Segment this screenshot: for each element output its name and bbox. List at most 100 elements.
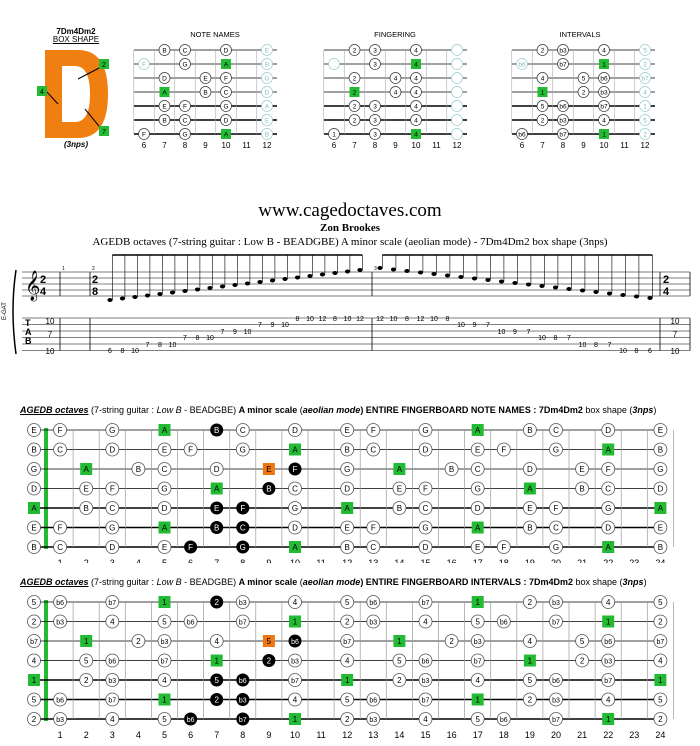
fret-note: 2 [27, 614, 41, 629]
mini-note: 4 [639, 86, 651, 98]
fret-number: 12 [342, 558, 352, 563]
fret-note: 2 [210, 693, 224, 706]
fret-note: 2 [653, 712, 668, 726]
mini-note: B [261, 128, 273, 140]
svg-text:1: 1 [606, 715, 611, 724]
svg-text:D: D [423, 543, 429, 552]
note-head [119, 296, 126, 301]
mini-note: C [179, 114, 191, 126]
svg-text:b6: b6 [518, 132, 526, 139]
svg-text:C: C [370, 543, 376, 552]
svg-text:D: D [605, 524, 611, 533]
fret-note: G [27, 462, 41, 476]
fret-number: 9 [266, 558, 271, 563]
mini-note: C [220, 86, 232, 98]
site-url[interactable]: www.cagedoctaves.com [258, 200, 442, 221]
svg-text:b7: b7 [108, 600, 116, 607]
mini-note: 3 [369, 58, 381, 70]
fret-note: B [210, 521, 224, 534]
mini-note: 4 [598, 114, 610, 126]
svg-text:D: D [265, 90, 270, 97]
song-subtitle: AGEDB octaves (7-string guitar : Low B -… [92, 236, 608, 248]
note-head [282, 277, 288, 281]
tab-fret: 10 [206, 335, 214, 342]
tab-letter: B [25, 336, 32, 346]
tab-fret: 12 [376, 316, 384, 323]
svg-text:4: 4 [423, 618, 428, 627]
fret-number: 22 [603, 730, 613, 740]
bar-number: 1 [62, 266, 65, 272]
fret-note: b3 [470, 634, 485, 648]
title-part: - BEADGBE) [181, 405, 239, 415]
svg-text:1: 1 [162, 696, 167, 705]
bar-number: 2 [92, 266, 95, 272]
svg-text:B: B [31, 446, 36, 455]
fret-note: B [27, 442, 41, 457]
svg-text:E: E [579, 465, 584, 474]
fret-note: C [470, 462, 485, 476]
svg-text:2: 2 [353, 76, 357, 83]
fret-note: C [235, 423, 250, 437]
fret-note: b3 [288, 653, 302, 668]
fret-note: A [158, 521, 171, 534]
note-head [194, 287, 201, 292]
fret-note: A [602, 541, 615, 553]
svg-text:A: A [214, 485, 220, 494]
tab-fret: 7 [48, 330, 53, 339]
svg-text:2: 2 [658, 715, 663, 724]
mini-fret-number: 7 [352, 141, 357, 150]
tab-fret: 8 [296, 316, 300, 323]
svg-text:5: 5 [658, 598, 663, 607]
note-head [132, 295, 138, 299]
svg-text:1: 1 [293, 715, 298, 724]
svg-text:2: 2 [580, 657, 585, 666]
title-part: ) [653, 405, 657, 415]
svg-text:G: G [182, 132, 187, 139]
fret-note: G [105, 423, 120, 437]
title-part: ( [297, 405, 303, 415]
fret-note: G [549, 442, 563, 457]
fret-note: 1 [341, 674, 354, 686]
svg-text:b6: b6 [369, 600, 377, 607]
svg-text:F: F [142, 132, 146, 139]
mini-note: 4 [410, 86, 422, 98]
fret-note: B [575, 481, 589, 496]
fret-note: D [418, 540, 433, 554]
fret-note: D [288, 423, 302, 437]
note-head [620, 293, 626, 297]
svg-text:b7: b7 [239, 717, 247, 724]
fret-note: E [522, 501, 537, 515]
svg-text:4: 4 [414, 90, 418, 97]
fb1-title: AGEDB octaves (7-string guitar : Low B -… [20, 405, 656, 415]
svg-text:2: 2 [449, 637, 454, 646]
mini-note: 5 [577, 72, 590, 84]
tab-fret: 7 [608, 342, 612, 349]
svg-text:E: E [31, 426, 36, 435]
fret-number: 12 [342, 730, 352, 740]
mini-note: D [220, 114, 232, 126]
fret-number: 5 [162, 730, 167, 740]
fret-note: 5 [470, 614, 485, 629]
svg-text:B: B [345, 543, 350, 552]
svg-text:5: 5 [643, 48, 647, 55]
mini-note: b6 [516, 128, 528, 140]
svg-text:2: 2 [643, 132, 647, 139]
title-part: Low B [156, 405, 182, 415]
fret-note: 2 [210, 595, 224, 609]
svg-text:b6: b6 [187, 717, 195, 724]
svg-text:E: E [162, 104, 167, 111]
title-part: AGEDB octaves [20, 577, 89, 587]
fret-note: A [602, 443, 615, 456]
fret-number: 6 [188, 558, 193, 563]
fret-note: G [157, 481, 172, 496]
title-part: 3nps [622, 577, 644, 587]
title-part: Low B [156, 577, 182, 587]
svg-text:2: 2 [397, 676, 402, 685]
fret-number: 3 [110, 558, 115, 563]
fret-note: b3 [235, 595, 250, 609]
svg-text:G: G [240, 543, 246, 552]
svg-text:b3: b3 [600, 90, 608, 97]
tab-letter: A [25, 327, 32, 337]
mini-note: E [261, 114, 273, 126]
tab-fret: 7 [146, 342, 150, 349]
